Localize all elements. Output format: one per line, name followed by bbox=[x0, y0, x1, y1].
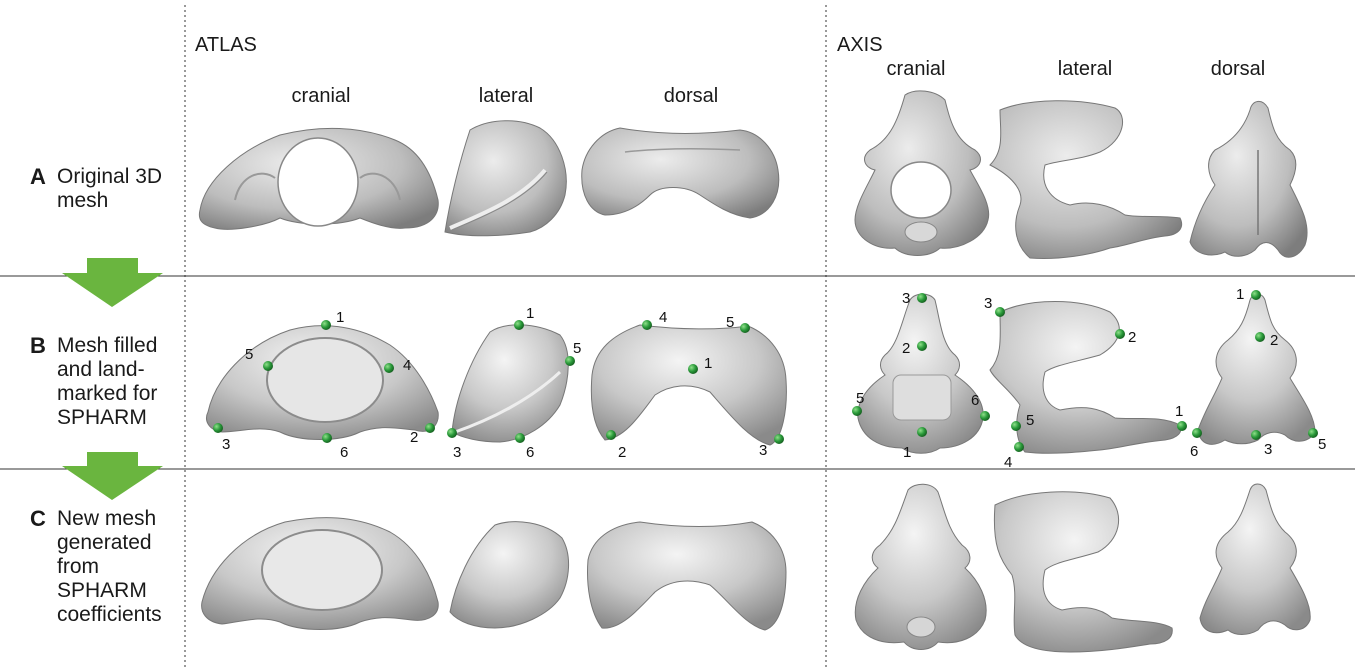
landmark-label: 1 bbox=[704, 356, 712, 371]
row-text-line: and land- bbox=[57, 358, 157, 382]
row-text-line: coefficients bbox=[57, 603, 162, 627]
landmark-label: 2 bbox=[410, 430, 418, 445]
view-label-axis-cranial: cranial bbox=[836, 58, 996, 81]
row-text-line: Original 3D bbox=[57, 165, 162, 189]
atlas-cranial-regenerated bbox=[202, 518, 439, 630]
landmark-label: 3 bbox=[453, 445, 461, 460]
landmark-label: 5 bbox=[1318, 437, 1326, 452]
row-letter: B bbox=[30, 334, 46, 358]
landmark-label: 2 bbox=[1128, 330, 1136, 345]
row-letter: A bbox=[30, 165, 46, 189]
landmark-label: 1 bbox=[903, 445, 911, 460]
arrow-down-icon bbox=[62, 452, 163, 500]
landmark-label: 3 bbox=[759, 443, 767, 458]
landmark-label: 3 bbox=[902, 291, 910, 306]
row-text-line: marked for bbox=[57, 382, 157, 406]
landmark-label: 5 bbox=[726, 315, 734, 330]
landmark-label: 2 bbox=[902, 341, 910, 356]
view-label-atlas-cranial: cranial bbox=[241, 85, 401, 108]
arrow-down-icon bbox=[62, 258, 163, 307]
atlas-cranial-original bbox=[199, 128, 438, 229]
landmark-label: 6 bbox=[526, 445, 534, 460]
group-label-axis: AXIS bbox=[837, 34, 883, 57]
atlas-lateral-regenerated bbox=[450, 522, 569, 628]
landmark-label: 4 bbox=[659, 310, 667, 325]
group-label-atlas: ATLAS bbox=[195, 34, 257, 57]
landmark-label: 4 bbox=[403, 358, 411, 373]
row-text-line: New mesh bbox=[57, 507, 162, 531]
landmark-label: 5 bbox=[1026, 413, 1034, 428]
axis-dorsal-filled bbox=[1198, 294, 1315, 444]
axis-cranial-regenerated bbox=[855, 484, 986, 649]
landmark-label: 6 bbox=[971, 393, 979, 408]
view-label-axis-dorsal: dorsal bbox=[1158, 58, 1318, 81]
atlas-lateral-filled bbox=[452, 325, 568, 442]
landmark-label: 2 bbox=[1270, 333, 1278, 348]
landmark-label: 1 bbox=[1236, 287, 1244, 302]
view-label-atlas-lateral: lateral bbox=[426, 85, 586, 108]
landmark-label: 1 bbox=[526, 306, 534, 321]
landmark-label: 6 bbox=[1190, 444, 1198, 459]
landmark-label: 4 bbox=[1004, 455, 1012, 470]
atlas-dorsal-regenerated bbox=[588, 522, 786, 630]
landmark-label: 5 bbox=[573, 341, 581, 356]
landmark-label: 2 bbox=[618, 445, 626, 460]
landmark-label: 3 bbox=[1264, 442, 1272, 457]
landmark-label: 1 bbox=[336, 310, 344, 325]
row-text-line: generated bbox=[57, 531, 162, 555]
atlas-dorsal-filled bbox=[591, 325, 786, 445]
axis-cranial-original bbox=[855, 91, 989, 256]
view-label-atlas-dorsal: dorsal bbox=[611, 85, 771, 108]
axis-dorsal-original bbox=[1190, 101, 1307, 257]
landmark-label: 3 bbox=[984, 296, 992, 311]
axis-lateral-regenerated bbox=[994, 492, 1172, 652]
row-letter: C bbox=[30, 507, 46, 531]
row-text-line: Mesh filled bbox=[57, 334, 157, 358]
view-label-axis-lateral: lateral bbox=[1005, 58, 1165, 81]
axis-lateral-filled bbox=[990, 302, 1181, 454]
landmark-label: 6 bbox=[340, 445, 348, 460]
axis-lateral-original bbox=[990, 101, 1182, 259]
atlas-dorsal-original bbox=[582, 128, 779, 218]
landmark-label: 3 bbox=[222, 437, 230, 452]
row-text-line: mesh bbox=[57, 189, 162, 213]
landmark-label: 1 bbox=[1175, 404, 1183, 419]
atlas-cranial-filled bbox=[207, 326, 439, 440]
atlas-lateral-original bbox=[445, 121, 566, 236]
row-text-line: SPHARM bbox=[57, 406, 157, 430]
axis-dorsal-regenerated bbox=[1200, 484, 1310, 635]
landmark-label: 5 bbox=[856, 391, 864, 406]
row-text-line: from bbox=[57, 555, 162, 579]
row-text-line: SPHARM bbox=[57, 579, 162, 603]
landmark-label: 5 bbox=[245, 347, 253, 362]
